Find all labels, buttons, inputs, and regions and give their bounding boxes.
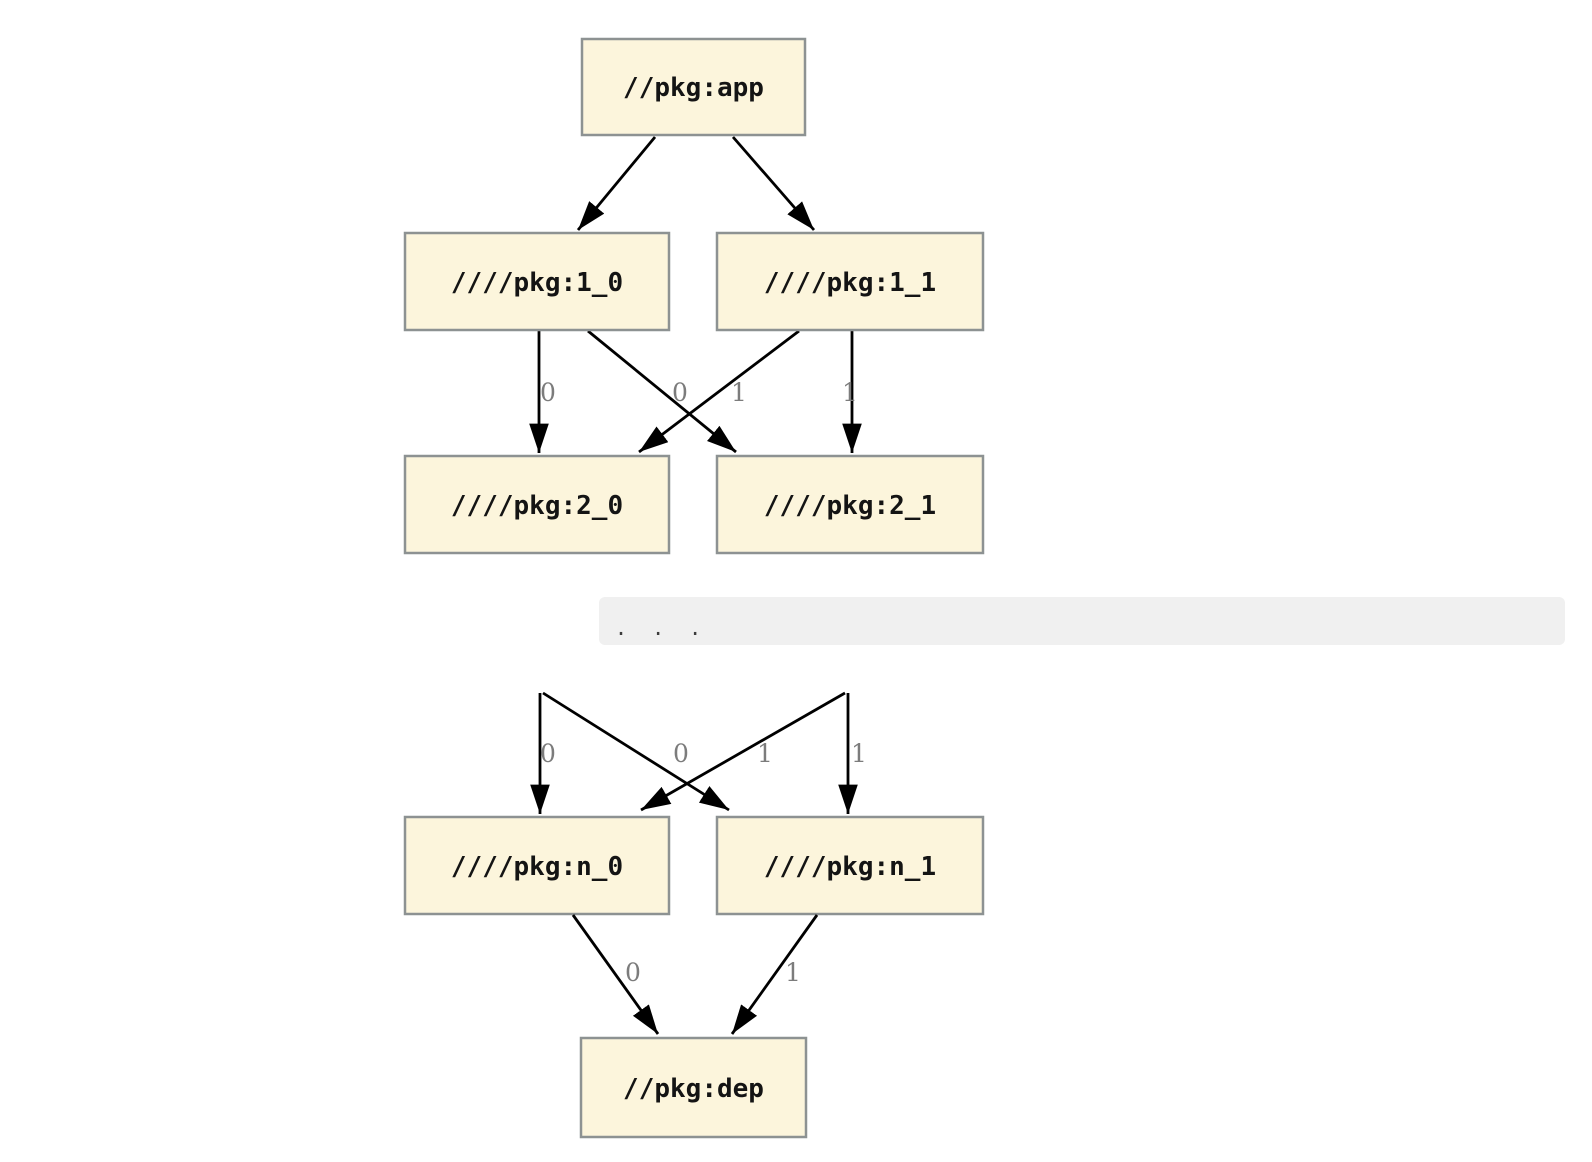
node-dep-box <box>579 1036 808 1139</box>
upper-graph: 0 0 1 1 //pkg:app ////pkg:1_0 ////pkg:1_… <box>403 37 985 555</box>
edge-label-1_0-2_0: 0 <box>540 378 556 407</box>
ellipsis-text: . . . <box>615 616 702 640</box>
edge-label-n_0-dep: 0 <box>625 958 641 987</box>
node-dep: //pkg:dep <box>579 1036 808 1139</box>
edge-n_0-to-dep <box>571 914 660 1035</box>
node-2_0-box <box>403 454 671 555</box>
edge-label-1_1-2_1: 1 <box>842 378 858 407</box>
lower-graph: 0 0 1 1 ////pkg:n_0 ////pkg:n_1 0 1 //pk… <box>403 691 985 1139</box>
edge-label-1_0-2_1: 0 <box>672 378 688 407</box>
node-2_1-label: ////pkg:2_1 <box>764 491 936 521</box>
code-block: . . . <box>599 597 1565 645</box>
edge-1_1-to-2_0 <box>638 329 800 454</box>
node-2_0-label: ////pkg:2_0 <box>451 491 623 521</box>
node-app-box <box>580 37 807 137</box>
edge-app-to-1_1 <box>731 136 816 231</box>
node-n_1-label: ////pkg:n_1 <box>764 852 936 882</box>
edge-dots-to-n_1-cross <box>542 691 730 812</box>
node-1_0-label: ////pkg:1_0 <box>451 268 623 298</box>
node-1_0: ////pkg:1_0 <box>403 231 671 332</box>
edge-app-to-1_0 <box>576 136 657 231</box>
edge-label-1_1-2_0: 1 <box>731 378 747 407</box>
node-2_0: ////pkg:2_0 <box>403 454 671 555</box>
node-app: //pkg:app <box>580 37 807 137</box>
edge-label-n_1-dep: 1 <box>785 958 801 987</box>
node-2_1: ////pkg:2_1 <box>715 454 985 555</box>
node-n_1: ////pkg:n_1 <box>715 815 985 916</box>
edge-n_1-to-dep <box>730 914 819 1035</box>
node-2_1-box <box>715 454 985 555</box>
node-n_0-label: ////pkg:n_0 <box>451 852 623 882</box>
node-1_1-label: ////pkg:1_1 <box>764 268 936 298</box>
edge-1_0-to-2_1 <box>587 329 737 454</box>
edge-label-n_1-straight: 1 <box>851 739 867 768</box>
edge-label-n_0-straight: 0 <box>540 739 556 768</box>
node-1_0-box <box>403 231 671 332</box>
node-app-label: //pkg:app <box>623 73 764 103</box>
node-n_0-box <box>403 815 671 916</box>
node-1_1-box <box>715 231 985 332</box>
node-1_1: ////pkg:1_1 <box>715 231 985 332</box>
node-n_0: ////pkg:n_0 <box>403 815 671 916</box>
node-n_1-box <box>715 815 985 916</box>
node-dep-label: //pkg:dep <box>623 1074 764 1104</box>
edge-label-n_1-cross: 0 <box>673 739 689 768</box>
edge-dots-to-n_0-cross <box>640 691 846 812</box>
edge-label-n_0-cross: 1 <box>757 739 773 768</box>
